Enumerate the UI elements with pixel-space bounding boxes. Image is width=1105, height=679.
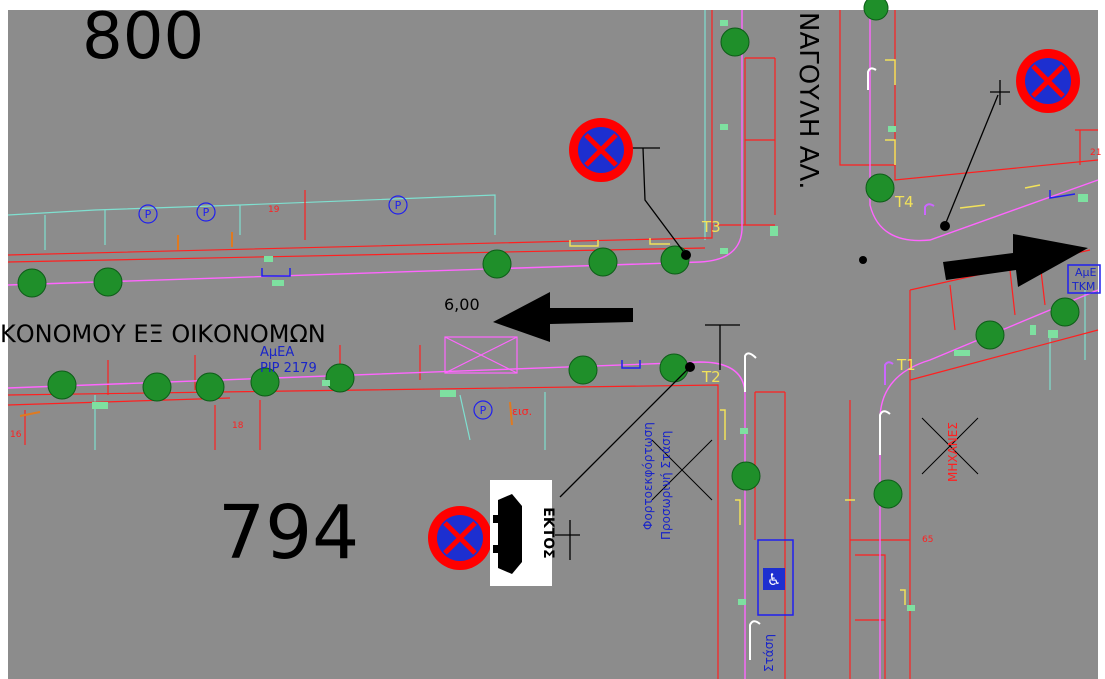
pole-dots	[681, 221, 950, 372]
lot-number: 18	[232, 421, 244, 431]
tree-icon	[17, 268, 47, 298]
crossed-zones	[651, 417, 979, 501]
no-parking-sign-icon-1	[569, 118, 633, 182]
no-parking-sign-icon-3	[428, 506, 492, 570]
marker-labels: Τ1 Τ2 Τ3 Τ4	[701, 193, 916, 386]
tree-icon	[975, 320, 1005, 350]
edge-label-2: ΤΚΜ	[1071, 280, 1095, 293]
tree-icon	[482, 249, 512, 279]
marker-t3: Τ3	[701, 218, 721, 236]
svg-text:P: P	[203, 206, 210, 219]
orange-bollards	[19, 232, 513, 426]
parking-circles	[138, 195, 493, 420]
tree-icon	[873, 479, 903, 509]
disabled-parking-label: ΑμΕΑ	[260, 345, 294, 360]
tree-icon	[588, 247, 618, 277]
svg-text:♿: ♿	[767, 570, 781, 589]
yellow-marks	[569, 59, 1041, 605]
road-width-label: 6,00	[444, 295, 480, 314]
tree-icon	[720, 27, 750, 57]
magenta-curb-lines	[7, 10, 1099, 679]
lamp-posts	[744, 67, 935, 660]
tree-icon	[142, 372, 172, 402]
motorcycles-label: ΜΗΧΑΝΕΣ	[946, 422, 960, 482]
tree-icon	[325, 363, 355, 393]
marker-t1: Τ1	[896, 356, 916, 374]
parking-letters: P P P P	[145, 199, 487, 417]
lot-number: 16	[10, 430, 22, 440]
edge-label-1: ΑμΕ	[1075, 266, 1097, 279]
lot-number: 65	[922, 535, 933, 545]
direction-arrows	[493, 234, 1088, 342]
pole-leader-lines	[555, 80, 1010, 560]
sign-text: ΕΚΤΟΣ	[540, 507, 556, 558]
street-name-horizontal: ΚΟΝΟΜΟΥ ΕΞ ΟΙΚΟΝΟΜΩΝ	[0, 320, 326, 348]
trees	[17, 0, 1080, 509]
arrow-right-icon	[943, 234, 1088, 287]
tree-icon	[250, 367, 280, 397]
tree-icon	[659, 353, 689, 383]
block-number-794: 794	[218, 490, 359, 576]
no-parking-sign-icon-2	[1016, 49, 1080, 113]
tree-icon	[93, 267, 123, 297]
tree-icon	[865, 173, 895, 203]
entrance-label: εισ.	[512, 405, 532, 418]
marker-t4: Τ4	[894, 193, 914, 211]
except-vehicle-plate: ΕΚΤΟΣ	[490, 480, 556, 586]
block-number-800: 800	[82, 0, 204, 74]
lot-number: 19	[268, 205, 280, 215]
small-marks	[92, 20, 1088, 611]
lot-number: 21	[1090, 148, 1101, 158]
car-icon	[498, 494, 522, 574]
tree-icon	[47, 370, 77, 400]
svg-text:P: P	[395, 199, 402, 212]
lot-number-labels: 19 18 16 65 21	[10, 148, 1101, 545]
tree-icon	[568, 355, 598, 385]
street-name-vertical: ΝΑΓΟΥΛΗ ΑΛ.	[793, 12, 823, 190]
parking-marks	[261, 190, 1101, 616]
tree-icon	[731, 461, 761, 491]
disabled-parking-ref: PIP 2179	[260, 361, 317, 376]
loading-zone-label-2: Προσωρινή Στάση	[659, 431, 673, 540]
svg-text:P: P	[145, 208, 152, 221]
arrow-left-icon	[493, 292, 633, 342]
marker-t2: Τ2	[701, 368, 721, 386]
bottom-stop-label: Στάση	[762, 634, 776, 672]
cross-hatch-area	[444, 336, 518, 374]
tree-icon	[195, 372, 225, 402]
tree-icon	[863, 0, 889, 21]
tree-icon	[1050, 297, 1080, 327]
disabled-icon: ♿	[763, 568, 785, 590]
loading-zone-label: Φορτοεκφόρτωση	[641, 422, 655, 530]
svg-text:P: P	[480, 404, 487, 417]
map-background	[8, 10, 1098, 679]
